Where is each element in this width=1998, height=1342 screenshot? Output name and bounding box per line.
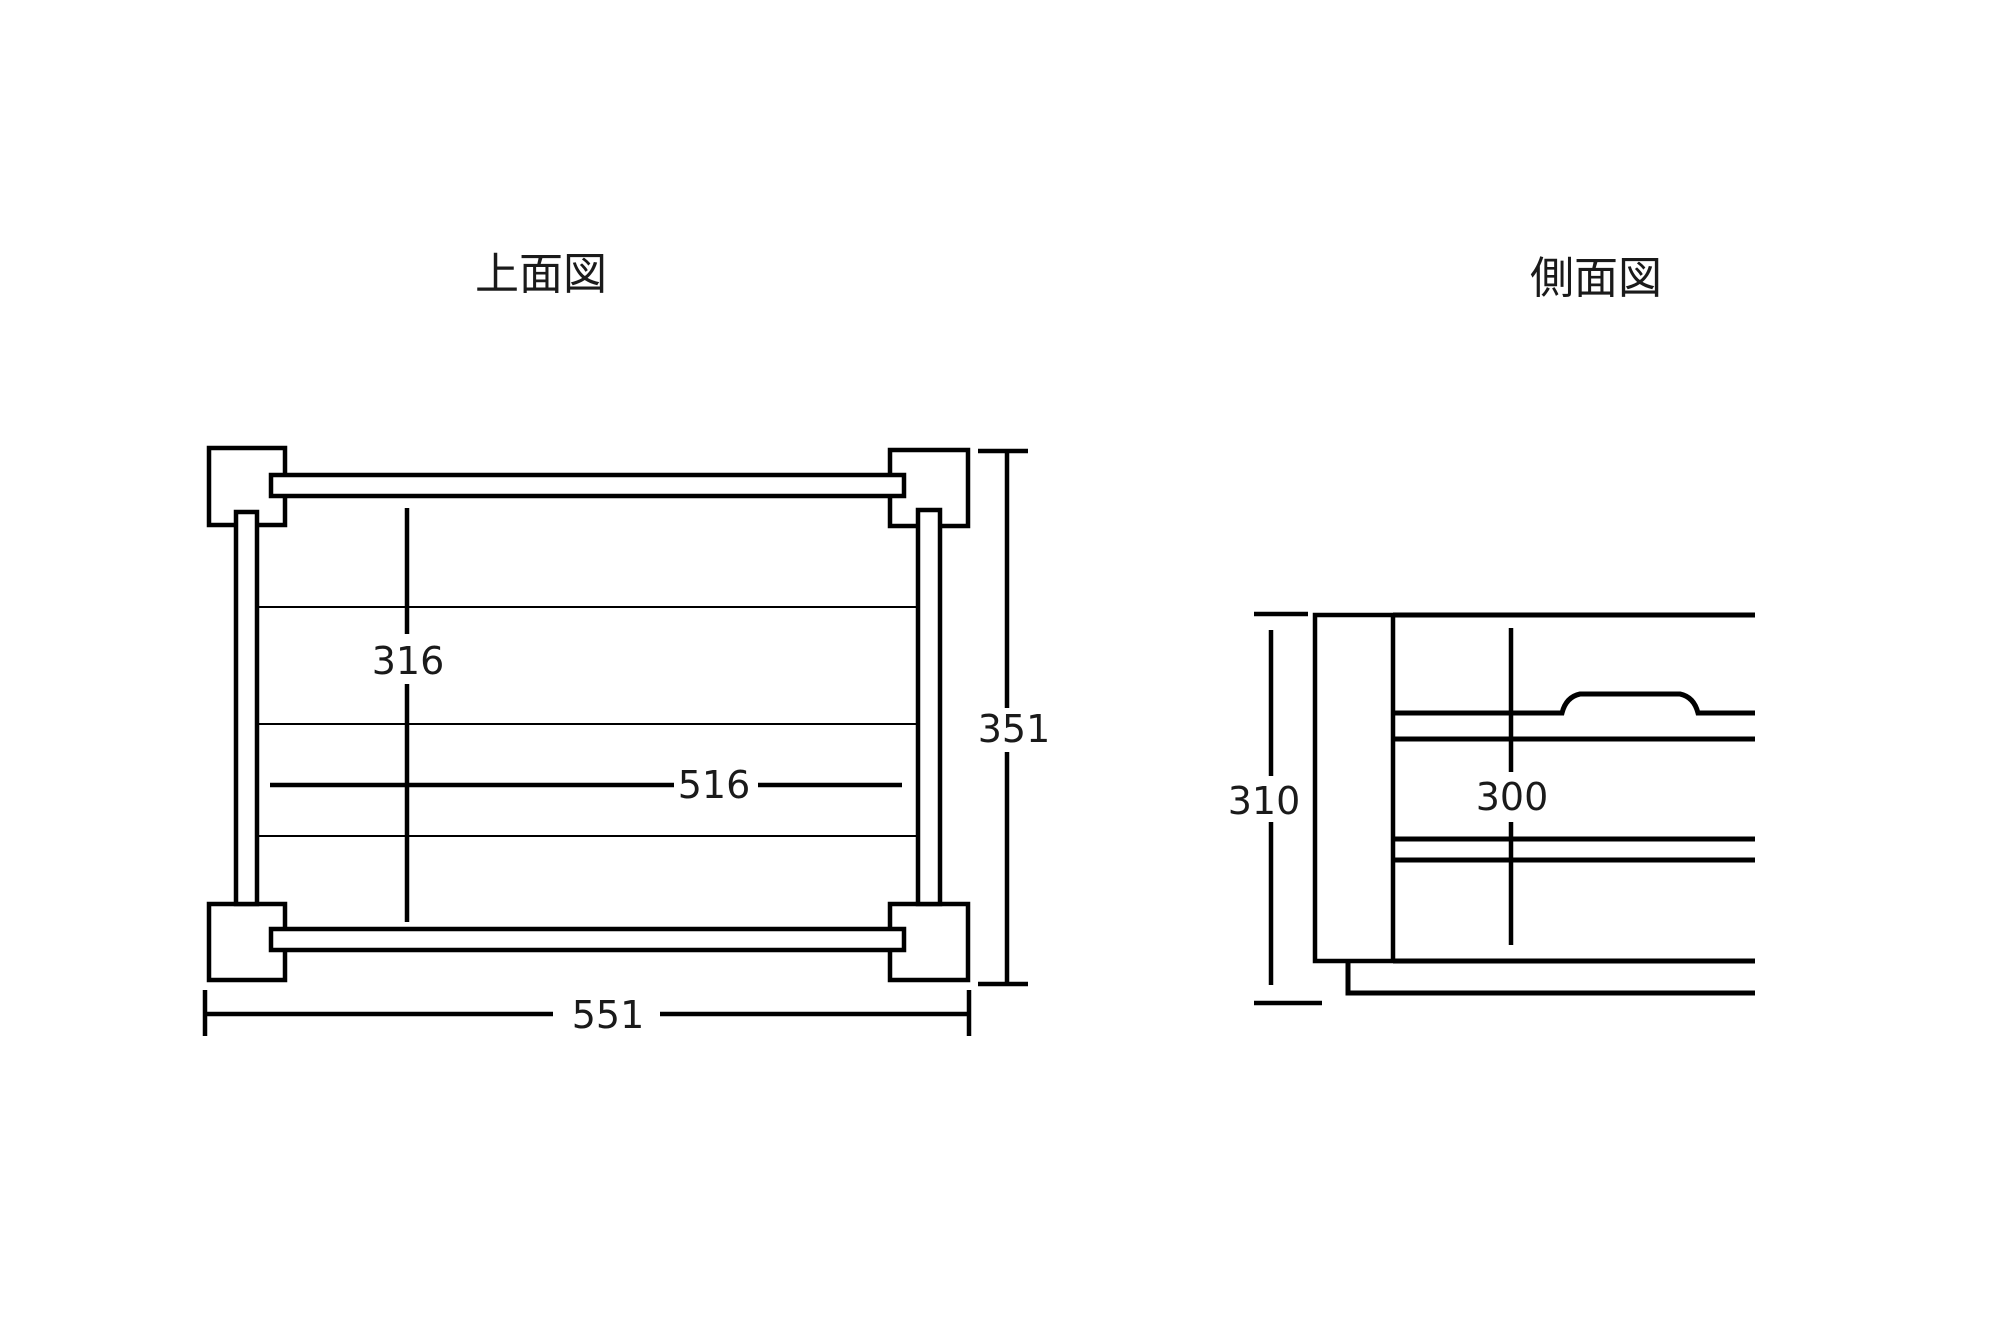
rail-left [233, 509, 260, 907]
top-view: 316 516 351 551 [202, 445, 1051, 1037]
rail-front [268, 926, 907, 953]
dim-label-height-inner: 300 [1476, 775, 1549, 819]
dim-label-bg [368, 634, 448, 684]
dim-label-depth-outer: 351 [978, 707, 1051, 751]
side-view: 300 310 [1228, 611, 1755, 1006]
rail-right [915, 507, 943, 907]
side-base-rail [1345, 961, 1755, 996]
side-view-title: 側面図 [1530, 253, 1662, 304]
dim-label-height-outer: 310 [1228, 779, 1301, 823]
top-view-title: 上面図 [475, 249, 607, 300]
side-upper-shelf-top [1393, 691, 1755, 716]
rail-back [268, 472, 907, 499]
dim-label-depth-inner: 316 [372, 639, 445, 683]
dim-label-width-inner: 516 [678, 763, 751, 807]
dim-label-width-outer: 551 [572, 993, 645, 1037]
side-end-post [1312, 612, 1396, 964]
